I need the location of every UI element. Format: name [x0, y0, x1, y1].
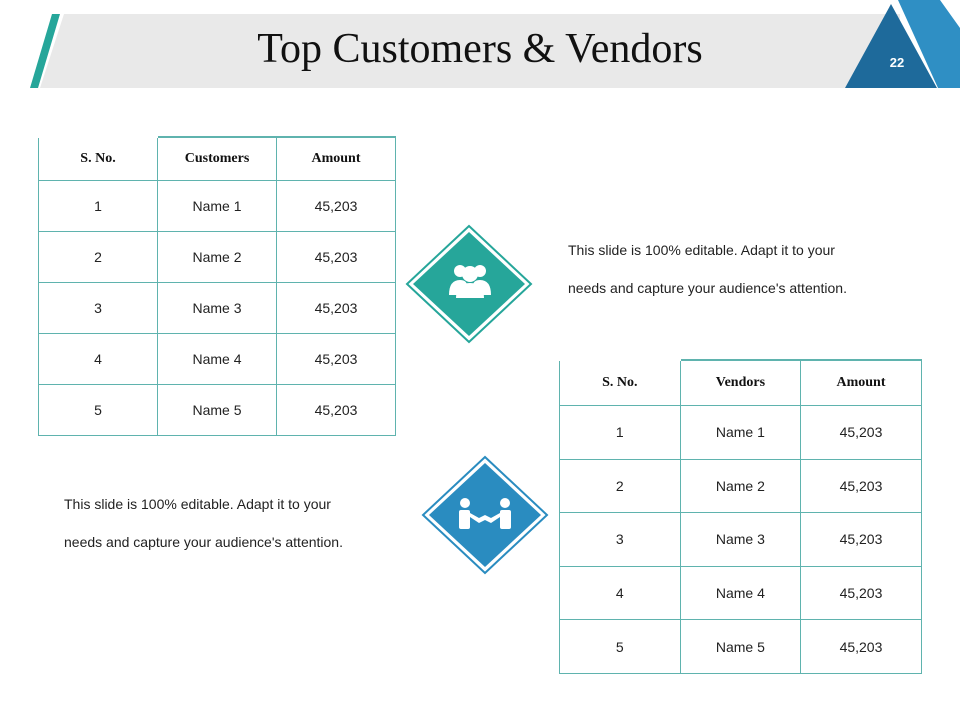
cell-amount: 45,203	[276, 333, 396, 385]
customers-table-header: S. No. Customers Amount	[38, 136, 396, 181]
customers-diamond	[403, 224, 533, 344]
page-number: 22	[889, 55, 905, 70]
table-row: 2 Name 2 45,203	[559, 459, 922, 514]
slide-title: Top Customers & Vendors	[257, 26, 703, 72]
table-row: 5 Name 5 45,203	[559, 619, 922, 674]
header-sno: S. No.	[38, 137, 158, 181]
handshake-icon	[459, 498, 511, 529]
cell-vendor: Name 1	[679, 405, 802, 460]
cell-sno: 3	[559, 512, 681, 567]
table-row: 2 Name 2 45,203	[38, 231, 396, 283]
header-vendors: Vendors	[679, 359, 802, 406]
cell-amount: 45,203	[276, 180, 396, 232]
vendors-note: This slide is 100% editable. Adapt it to…	[568, 231, 908, 307]
cell-sno: 2	[559, 459, 681, 514]
cell-vendor: Name 2	[679, 459, 802, 514]
table-row: 4 Name 4 45,203	[38, 333, 396, 385]
cell-sno: 5	[559, 619, 681, 674]
table-row: 1 Name 1 45,203	[559, 405, 922, 460]
table-row: 3 Name 3 45,203	[38, 282, 396, 334]
cell-sno: 4	[559, 566, 681, 621]
customers-note-line-1: This slide is 100% editable. Adapt it to…	[64, 496, 331, 512]
header-sno: S. No.	[559, 360, 681, 406]
vendors-table-header: S. No. Vendors Amount	[559, 359, 922, 406]
cell-sno: 1	[38, 180, 158, 232]
table-row: 4 Name 4 45,203	[559, 566, 922, 621]
table-row: 5 Name 5 45,203	[38, 384, 396, 436]
cell-amount: 45,203	[276, 384, 396, 436]
cell-vendor: Name 3	[679, 512, 802, 567]
cell-customer: Name 3	[157, 282, 277, 334]
header-amount: Amount	[800, 359, 922, 406]
cell-customer: Name 1	[157, 180, 277, 232]
cell-amount: 45,203	[800, 619, 922, 674]
table-row: 3 Name 3 45,203	[559, 512, 922, 567]
vendors-table: S. No. Vendors Amount 1 Name 1 45,203 2 …	[559, 359, 922, 674]
cell-amount: 45,203	[276, 282, 396, 334]
customers-note-line-2: needs and capture your audience's attent…	[64, 534, 343, 550]
cell-sno: 5	[38, 384, 158, 436]
title-band	[40, 14, 900, 88]
table-row: 1 Name 1 45,203	[38, 180, 396, 232]
cell-customer: Name 4	[157, 333, 277, 385]
cell-vendor: Name 5	[679, 619, 802, 674]
cell-customer: Name 2	[157, 231, 277, 283]
cell-amount: 45,203	[800, 459, 922, 514]
cell-sno: 3	[38, 282, 158, 334]
cell-sno: 1	[559, 405, 681, 460]
cell-vendor: Name 4	[679, 566, 802, 621]
cell-amount: 45,203	[800, 566, 922, 621]
header-customers: Customers	[157, 136, 277, 181]
customers-table: S. No. Customers Amount 1 Name 1 45,203 …	[38, 136, 396, 436]
users-group-icon	[449, 265, 491, 298]
cell-customer: Name 5	[157, 384, 277, 436]
cell-amount: 45,203	[800, 512, 922, 567]
cell-sno: 4	[38, 333, 158, 385]
header-amount: Amount	[276, 136, 396, 181]
cell-amount: 45,203	[276, 231, 396, 283]
cell-sno: 2	[38, 231, 158, 283]
vendors-note-line-2: needs and capture your audience's attent…	[568, 280, 847, 296]
cell-amount: 45,203	[800, 405, 922, 460]
vendors-note-line-1: This slide is 100% editable. Adapt it to…	[568, 242, 835, 258]
customers-note: This slide is 100% editable. Adapt it to…	[64, 485, 404, 561]
vendors-diamond	[419, 455, 549, 575]
